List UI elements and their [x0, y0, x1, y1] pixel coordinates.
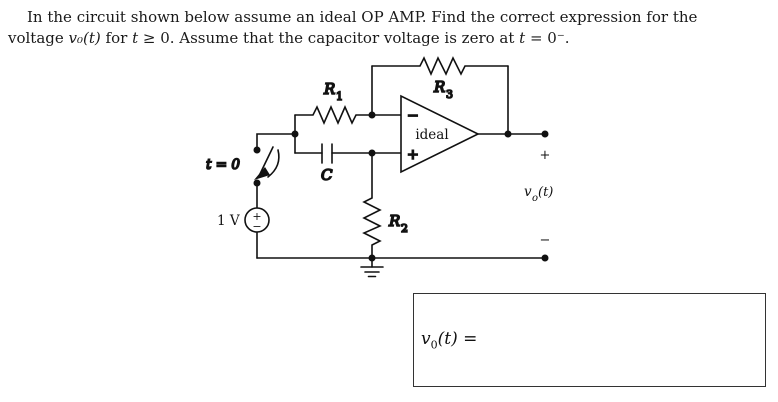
opamp-triangle: [400, 94, 480, 174]
output-minus-sign: −: [540, 233, 551, 248]
problem-statement: In the circuit shown below assume an ide…: [8, 7, 772, 49]
resistor-r1-body: [294, 105, 373, 125]
node-switch-bottom: [253, 179, 261, 187]
problem-line-2-text: for: [100, 29, 133, 47]
answer-box[interactable]: v0(t) =: [413, 293, 766, 387]
vout-label-rest: (t): [538, 185, 553, 200]
node-inverting: [368, 111, 376, 119]
opamp-ideal-label: ideal: [415, 127, 448, 143]
vo-math-inline: v₀(t): [68, 29, 101, 47]
node-input-junction: [291, 130, 299, 138]
answer-label: v0(t) =: [421, 329, 477, 351]
problem-line-2: voltage v₀(t) for t ≥ 0. Assume that the…: [8, 28, 772, 49]
circuit-wires: [256, 65, 546, 259]
switch-motion-arc: [267, 149, 280, 178]
node-ground: [368, 254, 376, 262]
resistor-r3-label: R: [433, 78, 445, 96]
voltage-source: + − 1 V: [217, 207, 270, 233]
t-math-inline: t: [519, 29, 526, 47]
resistor-r2-body: [362, 152, 382, 259]
opamp: − + ideal: [400, 94, 480, 174]
resistor-r3: R 3: [371, 56, 509, 102]
problem-line-2-text: = 0⁻.: [525, 29, 570, 47]
switch-top-wire: [256, 133, 296, 151]
capacitor-label: C: [321, 166, 333, 184]
opamp-inverting-sign: −: [407, 108, 419, 124]
switch-blade: [258, 146, 274, 177]
switch-time-label: t = 0: [206, 157, 240, 173]
node-switch-top: [253, 146, 261, 154]
voltage-source-circle: [244, 207, 270, 233]
voltage-source-plus-sign: +: [252, 210, 261, 223]
resistor-r1: R 1: [294, 79, 373, 125]
answer-label-sub: 0: [430, 338, 438, 352]
t-math-inline: t: [132, 29, 139, 47]
vout-label-sub: o: [532, 193, 538, 204]
resistor-r3-label-sub: 3: [446, 88, 453, 101]
capacitor-c: C: [294, 143, 402, 185]
resistor-r3-body: [371, 56, 509, 76]
problem-line-1-text: In the circuit shown below assume an ide…: [27, 8, 698, 26]
resistor-r2-label-sub: 2: [401, 222, 408, 235]
vout-label-base: v: [524, 184, 532, 200]
node-feedback-tap: [504, 130, 512, 138]
problem-line-2-text: ≥ 0. Assume that the capacitor voltage i…: [138, 29, 520, 47]
voltage-source-minus-sign: −: [252, 220, 261, 233]
voltage-source-value: 1 V: [217, 213, 240, 229]
output-terminal: + − v o (t): [524, 148, 553, 248]
node-output-minus-terminal: [541, 254, 549, 262]
answer-label-base: v: [421, 328, 431, 349]
junction-dots: [253, 111, 549, 262]
resistor-r2-label: R: [388, 212, 400, 230]
problem-line-1: In the circuit shown below assume an ide…: [8, 7, 772, 28]
problem-line-2-text: voltage: [8, 29, 69, 47]
switch-t0: t = 0: [205, 146, 280, 180]
resistor-r1-label: R: [323, 80, 335, 98]
resistor-r2: R 2: [362, 152, 409, 259]
opamp-noninverting-sign: +: [407, 147, 419, 163]
switch-arrowhead: [254, 167, 270, 180]
output-plus-sign: +: [540, 148, 551, 163]
resistor-r1-label-sub: 1: [336, 90, 343, 103]
node-output-plus-terminal: [541, 130, 549, 138]
answer-label-rest: (t) =: [437, 328, 478, 349]
node-noninverting: [368, 149, 376, 157]
